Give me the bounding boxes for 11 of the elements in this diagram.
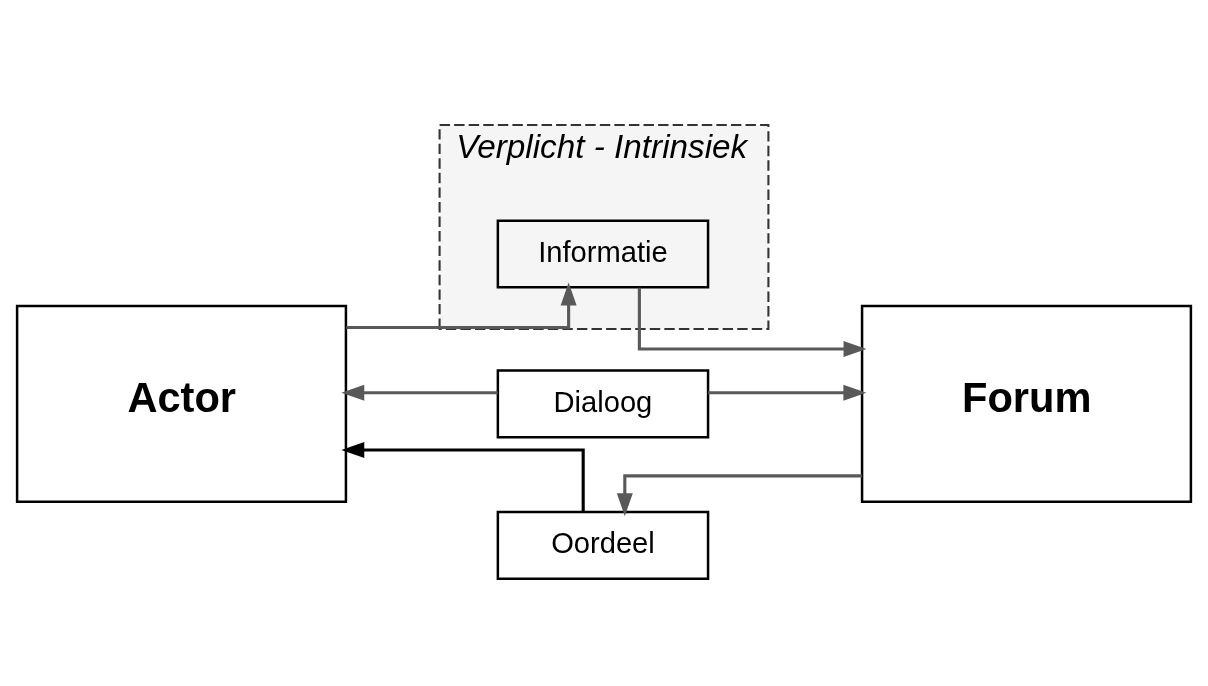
arrow	[346, 282, 577, 329]
arrow	[708, 384, 867, 401]
arrow	[341, 384, 498, 401]
node-box: Informatie	[496, 218, 710, 289]
arrow	[341, 441, 585, 512]
node-box: Forum	[860, 304, 1193, 503]
arrow	[616, 473, 862, 516]
node-box: Dialoog	[496, 368, 710, 438]
arrow	[637, 287, 867, 357]
node-box: Oordeel	[496, 510, 710, 580]
node-box: Actor	[15, 304, 348, 503]
